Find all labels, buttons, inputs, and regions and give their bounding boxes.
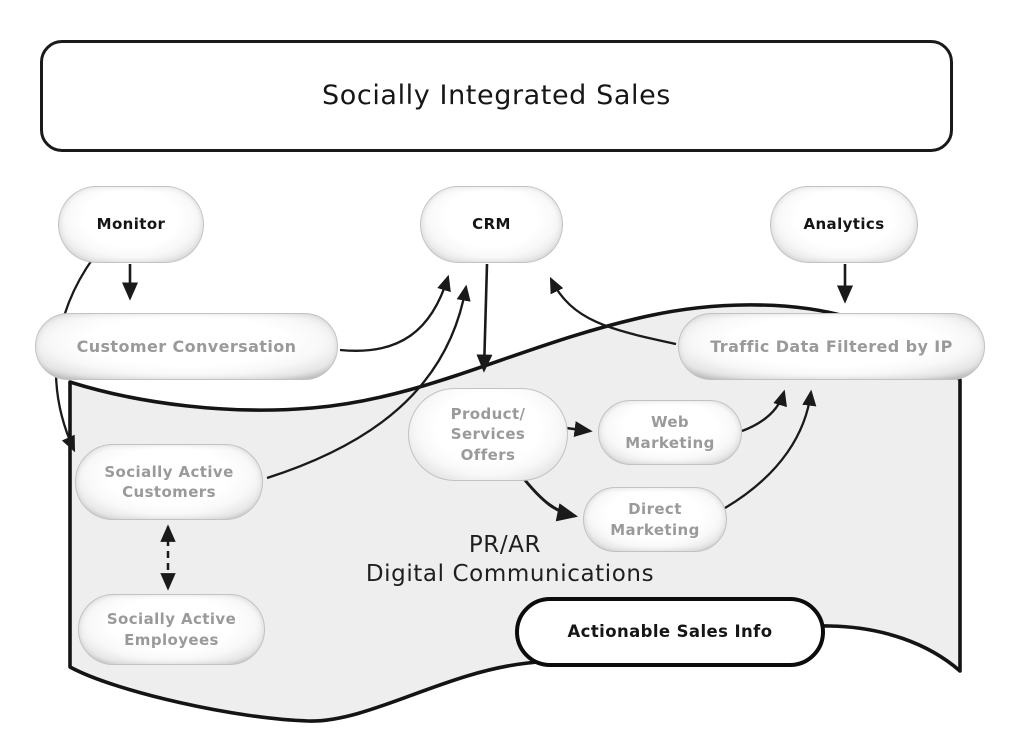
node-actionable-sales-info: Actionable Sales Info [515,597,825,667]
region-label-pr-ar: PR/AR [468,532,542,558]
edge-traffic-data-to-crm [549,276,677,346]
node-socially-active-employees: Socially Active Employees [78,594,265,665]
node-socially-active-customers-label: Socially Active Customers [104,462,234,501]
node-product-services-offers: Product/ Services Offers [408,388,568,481]
node-traffic-data-label: Traffic Data Filtered by IP [710,336,953,356]
edge-socially-active-customers-to-crm [266,284,471,480]
node-direct-marketing: Direct Marketing [583,487,727,552]
edge-direct-marketing-to-traffic-data [724,389,817,509]
edge-crm-to-product-services-offers [476,263,493,373]
region-label-digital-communications: Digital Communications [365,561,655,587]
diagram-title: Socially Integrated Sales [322,79,671,111]
node-customer-conversation: Customer Conversation [35,313,338,380]
node-product-services-offers-label: Product/ Services Offers [450,405,526,464]
node-web-marketing-label: Web Marketing [625,413,715,452]
node-analytics-label: Analytics [803,215,885,234]
node-traffic-data: Traffic Data Filtered by IP [678,313,985,380]
node-crm: CRM [420,186,563,263]
edge-product-to-direct-marketing [518,473,579,522]
node-direct-marketing-label: Direct Marketing [610,500,700,539]
edge-product-to-web-marketing [565,421,593,438]
node-monitor-label: Monitor [96,215,166,234]
node-socially-active-customers: Socially Active Customers [75,444,263,520]
edge-customer-conversation-to-crm [339,274,451,352]
node-customer-conversation-label: Customer Conversation [76,336,297,356]
node-analytics: Analytics [770,186,918,263]
title-banner: Socially Integrated Sales [40,40,953,152]
node-actionable-sales-info-label: Actionable Sales Info [567,621,773,641]
edge-web-marketing-to-traffic-data [741,389,787,433]
node-web-marketing: Web Marketing [598,400,742,465]
node-socially-active-employees-label: Socially Active Employees [106,610,237,649]
node-crm-label: CRM [472,215,511,234]
node-monitor: Monitor [58,186,204,263]
